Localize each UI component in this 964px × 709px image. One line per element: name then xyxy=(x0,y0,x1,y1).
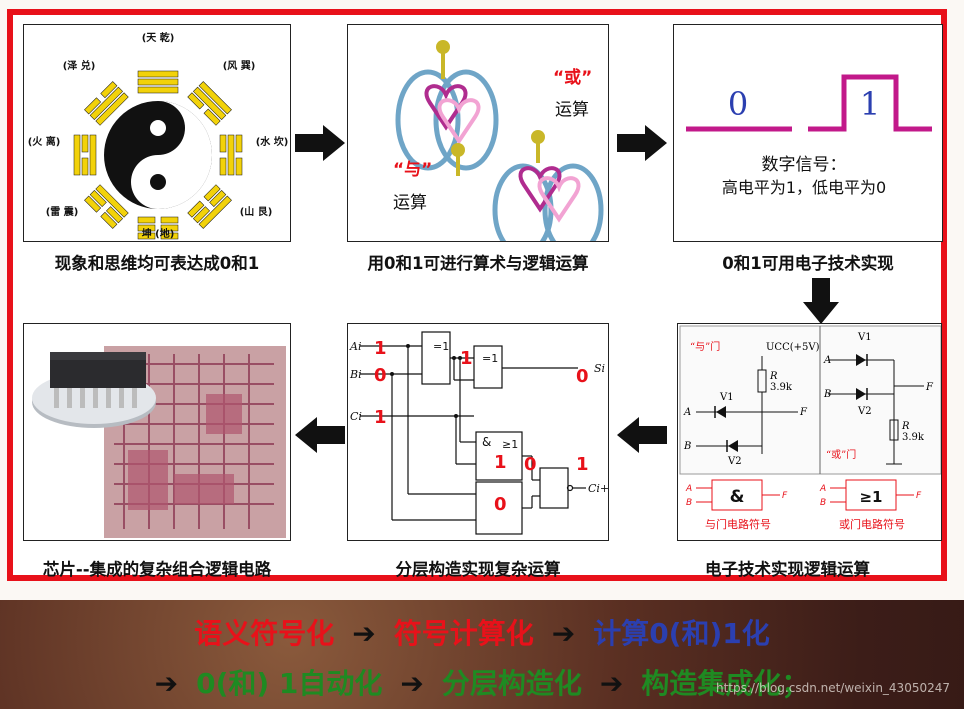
chip-illustration xyxy=(32,346,286,538)
sym-b: B xyxy=(686,498,692,508)
value-and1: 1 xyxy=(494,452,507,473)
b-label: B xyxy=(683,441,691,452)
summary-segment: 语义符号化 xyxy=(194,617,335,650)
arrow-icon: ➔ xyxy=(400,667,424,700)
bi-label: Bi xyxy=(349,368,362,381)
sym-a: A xyxy=(685,484,692,494)
high-digit: 1 xyxy=(860,85,880,123)
summary-segment: 0(和) 1自动化 xyxy=(196,667,383,700)
caption-panel4: 电子技术实现逻辑运算 xyxy=(705,560,870,579)
value-bi: 0 xyxy=(374,365,387,386)
sym-a2: A xyxy=(819,484,826,494)
value-ai: 1 xyxy=(374,338,387,359)
trigram-label-upper-left: (泽 兑) xyxy=(63,59,96,72)
arrow-right-1 xyxy=(295,125,345,161)
ai-label: Ai xyxy=(349,340,361,353)
signal-line1: 数字信号： xyxy=(762,155,847,175)
caption-panel3: 0和1可用电子技术实现 xyxy=(722,254,894,273)
trigram-label-upper-right: (风 巽) xyxy=(223,60,256,72)
trigram-label-right: (水 坎) xyxy=(256,135,289,148)
v2-label: V2 xyxy=(727,456,742,467)
arrow-left-2 xyxy=(295,417,345,453)
value-and2: 0 xyxy=(494,494,507,515)
value-or-in: 0 xyxy=(524,454,537,475)
r-label: R xyxy=(769,371,778,382)
summary-row-1: 语义符号化 ➔ 符号计算化 ➔ 计算0(和)1化 xyxy=(0,612,964,652)
xor1-label: =1 xyxy=(433,340,449,353)
or-op-label: “或” xyxy=(553,67,592,88)
sym-f: F xyxy=(782,491,788,501)
gate-circuit-diagram: “与”门 UCC(+5V) R 3.9k F V1 A V2 B V1 V2 F… xyxy=(679,325,941,531)
value-carry: 1 xyxy=(576,454,589,475)
xor2-label: =1 xyxy=(482,352,498,365)
r2-label: R xyxy=(901,421,910,432)
value-sum: 0 xyxy=(576,366,589,387)
or-op-text: 运算 xyxy=(555,100,589,120)
or-symbol: ≥1 xyxy=(859,488,882,506)
or-gate-title: “或”门 xyxy=(826,448,856,461)
trigram-label-top: (天 乾) xyxy=(142,31,175,44)
summary-segment: 计算0(和)1化 xyxy=(593,617,770,650)
and-gate-label: & xyxy=(482,435,491,449)
caption-panel6: 芯片--集成的复杂组合逻辑电路 xyxy=(42,560,272,579)
arrow-right-2 xyxy=(617,125,667,161)
caption-panel2: 用0和1可进行算术与逻辑运算 xyxy=(367,254,589,273)
arrow-icon: ➔ xyxy=(352,617,376,650)
v1-label: V1 xyxy=(719,392,734,403)
v2b-label: V2 xyxy=(857,406,872,417)
panel-bagua: (天 乾) (风 巽) (水 坎) (山 艮) 坤 (地) (雷 震) (火 离… xyxy=(23,24,291,242)
low-digit: 0 xyxy=(728,85,748,123)
vcc-label: UCC(+5V) xyxy=(766,342,820,353)
ci-label: Ci xyxy=(350,410,362,423)
adder-circuit: =1 =1 & ≥1 Ai Bi Ci Si Ci+1 1 0 1 1 0 1 … xyxy=(349,331,609,535)
si-label: Si xyxy=(594,362,605,375)
arrow-icon: ➔ xyxy=(599,667,624,700)
arrow-down xyxy=(803,278,839,324)
and-op-label: “与” xyxy=(393,160,432,180)
and-symbol-label: 与门电路符号 xyxy=(705,517,771,531)
trigram-label-lower-left: (雷 震) xyxy=(46,206,79,218)
f-label: F xyxy=(799,407,808,418)
f2-label: F xyxy=(925,382,934,393)
panel-digital-signal: 0 1 数字信号： 高电平为1，低电平为0 xyxy=(673,24,943,242)
and-op-text: 运算 xyxy=(393,193,427,213)
value-xor1: 1 xyxy=(460,348,473,369)
sym-b2: B xyxy=(820,498,826,508)
panel-adder: =1 =1 & ≥1 Ai Bi Ci Si Ci+1 1 0 1 1 0 1 … xyxy=(347,323,609,541)
arrow-left-1 xyxy=(617,417,667,453)
arrow-icon: ➔ xyxy=(551,617,576,650)
arrow-icon: ➔ xyxy=(154,667,179,700)
trigram-label-left: (火 离) xyxy=(28,135,61,148)
or-gate-label: ≥1 xyxy=(502,438,518,451)
summary-segment: 构造集成化； xyxy=(641,667,810,700)
signal-line2: 高电平为1，低电平为0 xyxy=(722,178,886,197)
and-symbol: & xyxy=(730,487,745,507)
panel-logic-locks: “或” 运算 “与” 运算 xyxy=(347,24,609,242)
watermark: https://blog.csdn.net/weixin_43050247 xyxy=(715,681,950,695)
summary-row-2: ➔ 0(和) 1自动化 ➔ 分层构造化 ➔ 构造集成化； xyxy=(0,662,964,702)
v1b-label: V1 xyxy=(857,332,872,343)
trigram-label-lower-right: (山 艮) xyxy=(240,205,273,218)
panel-gate-circuits: “与”门 UCC(+5V) R 3.9k F V1 A V2 B V1 V2 F… xyxy=(677,323,942,541)
or-symbol-label: 或门电路符号 xyxy=(839,517,905,531)
sym-f2: F xyxy=(916,491,922,501)
carry-out-label: Ci+1 xyxy=(588,482,609,495)
summary-segment: 符号计算化 xyxy=(393,617,534,650)
trigram-label-bottom: 坤 (地) xyxy=(142,227,175,240)
and-gate-title: “与”门 xyxy=(690,340,720,353)
caption-panel5: 分层构造实现复杂运算 xyxy=(395,560,561,579)
bagua-illustration: (天 乾) (风 巽) (水 坎) (山 艮) 坤 (地) (雷 震) (火 离… xyxy=(28,31,289,240)
a2-label: A xyxy=(823,355,831,366)
panel-chip xyxy=(23,323,291,541)
signal-waveform: 0 1 数字信号： 高电平为1，低电平为0 xyxy=(686,74,932,197)
b2-label: B xyxy=(823,389,831,400)
a-label: A xyxy=(683,407,691,418)
r2-val: 3.9k xyxy=(902,432,925,443)
summary-segment: 分层构造化 xyxy=(441,667,582,700)
lock-illustration: “或” 运算 “与” 运算 xyxy=(393,40,604,241)
value-ci: 1 xyxy=(374,407,387,428)
caption-panel1: 现象和思维均可表达成0和1 xyxy=(54,254,260,273)
r-val: 3.9k xyxy=(770,382,793,393)
